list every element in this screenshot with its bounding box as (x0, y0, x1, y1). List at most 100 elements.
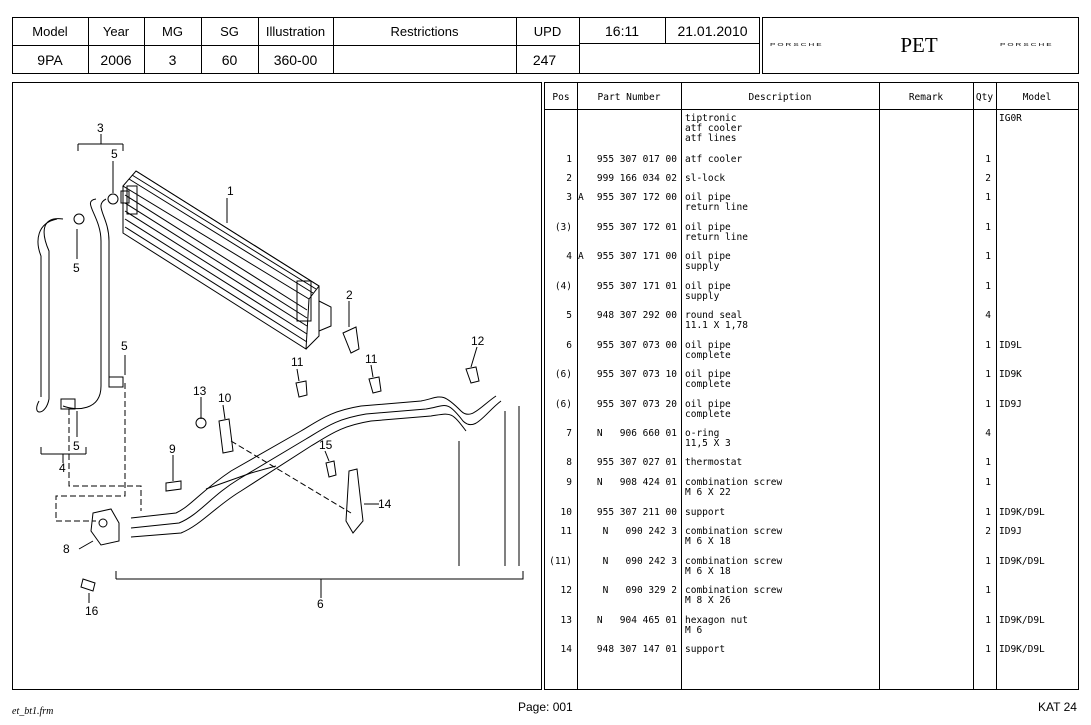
col-header-remark: Remark (908, 92, 944, 103)
callout-label: 8 (63, 542, 70, 556)
cell-model: ID9J (999, 399, 1022, 410)
footer-catalog-number: KAT 24 (1038, 700, 1077, 714)
cell-part-number: N 904 465 01 (596, 615, 677, 626)
cell-model: IG0R (999, 113, 1022, 124)
cell-qty: 1 (985, 585, 991, 596)
illustration-value: 360-00 (273, 52, 318, 68)
cell-part-number: N 090 329 2 (602, 585, 677, 596)
exploded-parts-diagram: 1 2 3 4 5 5 5 5 6 8 9 10 11 11 12 13 14 … (36, 121, 524, 618)
screw-drawing (368, 376, 382, 394)
callout-label: 13 (193, 384, 207, 398)
upd-value: 247 (532, 52, 557, 68)
header-col-sep (258, 17, 259, 74)
callout-label: 12 (471, 334, 485, 348)
cell-pos: 12 (560, 585, 572, 596)
restrictions-label: Restrictions (390, 24, 459, 39)
callout-label: 1 (227, 184, 234, 198)
screw-drawing (325, 460, 337, 478)
year-label: Year (102, 24, 130, 39)
cell-pos: 4 (566, 251, 572, 262)
brand-title: PET (900, 33, 938, 57)
callout-label: 5 (73, 261, 80, 275)
header-col-sep (144, 17, 145, 74)
cell-qty: 1 (985, 477, 991, 488)
cell-part-number: 955 307 017 00 (596, 154, 677, 165)
brand-logo-left: PORSCHE (770, 41, 824, 48)
cell-description: round seal 11.1 X 1,78 (685, 310, 748, 331)
support-drawing (345, 468, 364, 534)
callout-label: 5 (111, 147, 118, 161)
cell-description: oil pipe complete (685, 399, 731, 420)
oil-pipe-loops (36, 190, 130, 413)
upd-label: UPD (533, 24, 562, 39)
cell-model: ID9K/D9L (999, 615, 1045, 626)
cell-description: oil pipe return line (685, 222, 748, 243)
cell-part-number: 955 307 073 10 (596, 369, 677, 380)
cell-qty: 1 (985, 281, 991, 292)
table-col-sep (681, 83, 682, 689)
cell-pos: (11) (549, 556, 572, 567)
illustration-panel: 1 2 3 4 5 5 5 5 6 8 9 10 11 11 12 13 14 … (12, 82, 542, 690)
illustration-label: Illustration (265, 24, 326, 39)
hex-nut-drawing (195, 417, 207, 429)
cell-qty: 1 (985, 192, 991, 203)
cell-pos: 10 (560, 507, 572, 518)
mg-value: 3 (168, 52, 177, 68)
footer-page-number: Page: 001 (518, 700, 573, 714)
cell-part-number: 999 166 034 02 (596, 173, 677, 184)
cell-qty: 1 (985, 222, 991, 233)
cell-model: ID9J (999, 526, 1022, 537)
cell-pos: 11 (560, 526, 572, 537)
cell-part-number: 955 307 172 00 (596, 192, 677, 203)
header-time: 16:11 (605, 23, 639, 39)
model-value: 9PA (37, 52, 63, 68)
cell-description: combination screw M 6 X 18 (685, 556, 783, 577)
brand-box (762, 17, 1079, 74)
cell-pos: 14 (560, 644, 572, 655)
cell-qty: 1 (985, 556, 991, 567)
cell-description: oil pipe supply (685, 281, 731, 302)
footer-file-name: et_bt1.frm (12, 706, 54, 717)
cell-qty: 1 (985, 369, 991, 380)
header-divider (12, 45, 579, 46)
bracket-6 (115, 571, 524, 580)
cell-qty: 1 (985, 154, 991, 165)
callout-label: 16 (85, 604, 99, 618)
cell-part-number: 955 307 027 01 (596, 457, 677, 468)
cell-flag: A (578, 251, 584, 262)
header-col-sep (579, 17, 580, 74)
callout-label: 15 (319, 438, 333, 452)
callout-labels: 1 2 3 4 5 5 5 5 6 8 9 10 11 11 12 13 14 … (59, 121, 485, 618)
cell-pos: 3 (566, 192, 572, 203)
cell-description: oil pipe supply (685, 251, 731, 272)
header-col-sep (88, 17, 89, 74)
brand-logo-right: PORSCHE (1000, 41, 1054, 48)
header-date: 21.01.2010 (677, 23, 748, 39)
cell-model: ID9K/D9L (999, 507, 1045, 518)
screw-drawing (80, 578, 96, 592)
col-header-part-number: Part Number (597, 92, 661, 103)
cell-pos: 5 (566, 310, 572, 321)
atf-cooler-drawing (122, 170, 332, 350)
cell-part-number: 948 307 147 01 (596, 644, 677, 655)
cell-pos: 13 (560, 615, 572, 626)
cell-pos: (3) (554, 222, 572, 233)
cell-description: oil pipe complete (685, 369, 731, 390)
cell-pos: (6) (554, 369, 572, 380)
header-col-sep (516, 17, 517, 74)
cell-pos: 6 (566, 340, 572, 351)
screw-drawing (465, 366, 480, 384)
sl-lock-drawing (342, 326, 360, 354)
mg-label: MG (162, 24, 183, 39)
cell-description: combination screw M 8 X 26 (685, 585, 783, 606)
cell-qty: 1 (985, 251, 991, 262)
cell-description: support (685, 644, 726, 655)
callout-label: 2 (346, 288, 353, 302)
cell-description: hexagon nut M 6 (685, 615, 748, 636)
cell-part-number: 948 307 292 00 (596, 310, 677, 321)
cell-part-number: 955 307 073 20 (596, 399, 677, 410)
col-header-description: Description (748, 92, 812, 103)
cell-qty: 4 (985, 310, 991, 321)
table-col-sep (973, 83, 974, 689)
callout-label: 3 (97, 121, 104, 135)
